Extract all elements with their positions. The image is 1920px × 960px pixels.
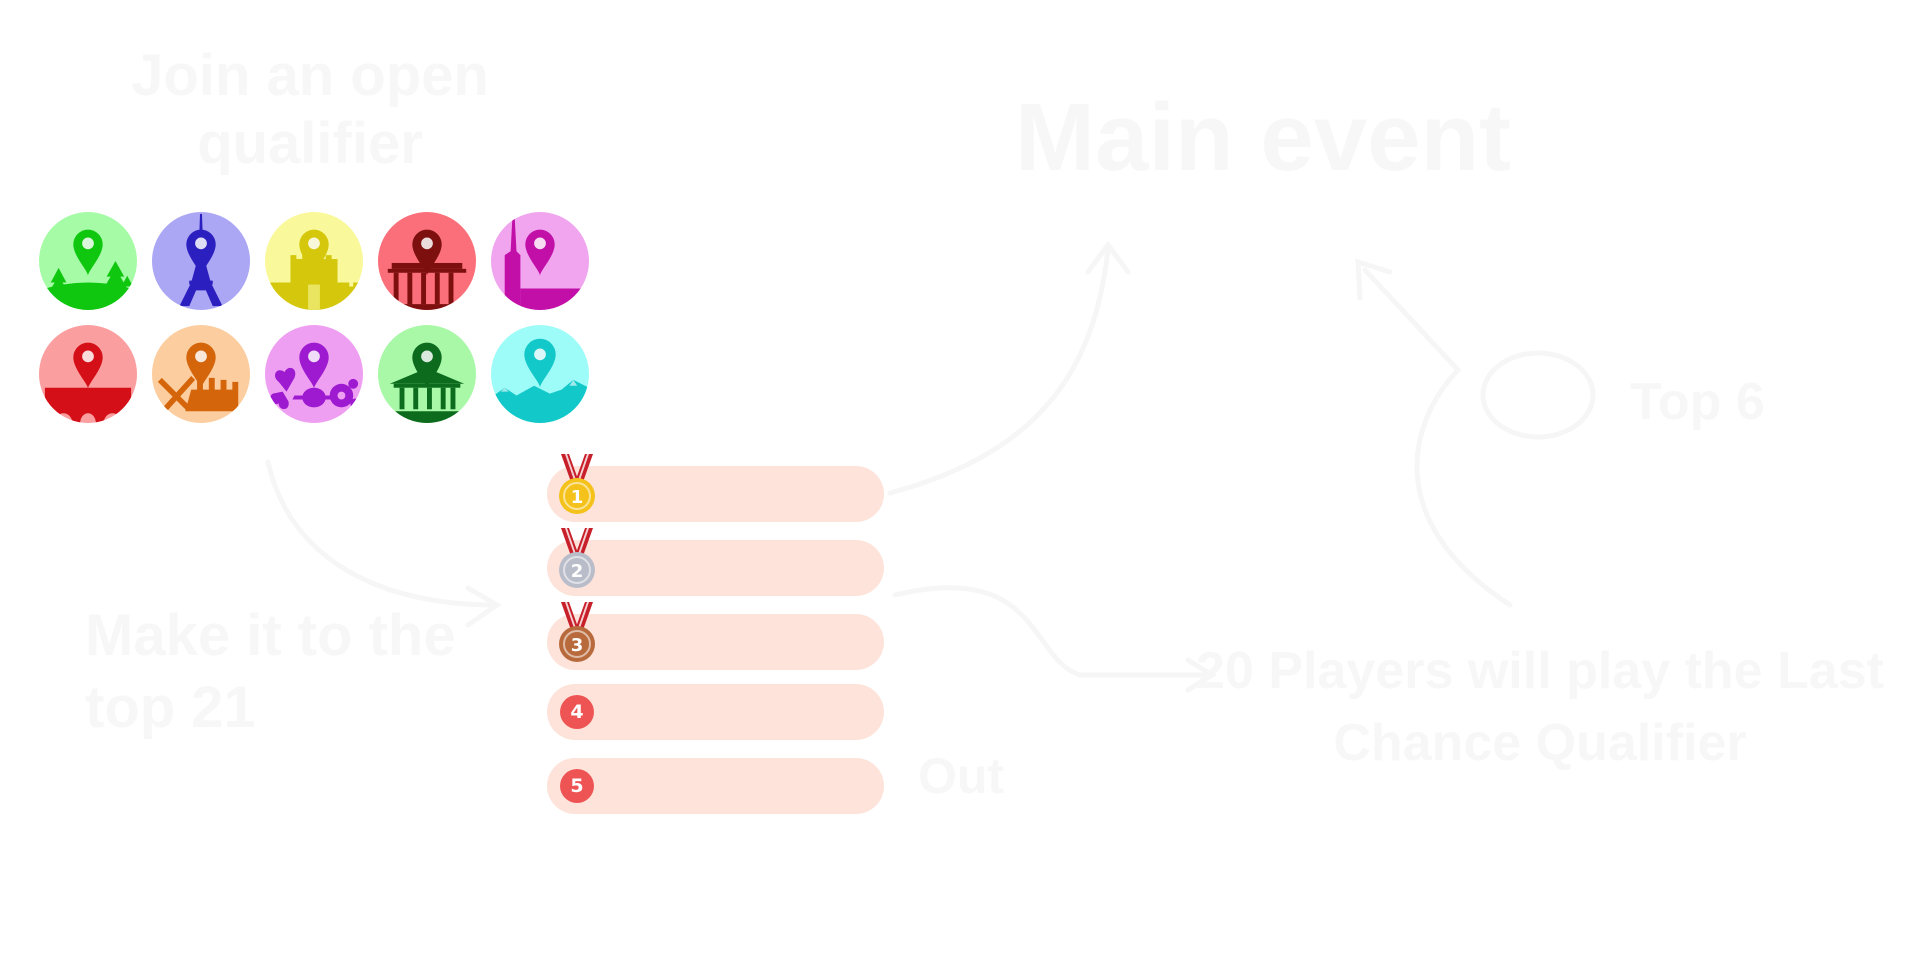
gold-medal-icon: 1 [555, 452, 599, 518]
out-label: Out [918, 748, 1005, 804]
rank-badge-4: 4 [560, 695, 594, 729]
rank-badge-5: 5 [560, 769, 594, 803]
rank-number: 2 [571, 561, 584, 582]
make-it-top21-label: Make it to the top 21 [85, 603, 456, 740]
qualifier-flowers-pin-icon [264, 324, 364, 424]
arrow-join-to-rank [265, 459, 498, 608]
qualifier-castle-pin-icon [264, 211, 364, 311]
arrow-rank-to-main-head [1085, 240, 1131, 275]
top6-label: Top 6 [1630, 373, 1765, 431]
main-event-label: Main event [1015, 84, 1512, 191]
rank-number: 3 [571, 635, 584, 656]
rank-row-5: 5 [547, 758, 884, 814]
silver-medal-icon: 2 [555, 526, 599, 592]
rank-number: 1 [571, 487, 584, 508]
arrow-join-to-rank-head [465, 585, 502, 628]
qualifier-mountain-pin-icon [490, 324, 590, 424]
rank-row-1: 1 [547, 454, 884, 522]
arrow-lcq-to-main [1362, 267, 1513, 608]
bronze-medal-icon: 3 [555, 600, 599, 666]
qualifier-bridge-pin-icon [38, 324, 138, 424]
qualifier-brandenburg-gate-icon [377, 211, 477, 311]
qualifier-eiffel-tower-icon [151, 211, 251, 311]
rank-row-3: 3 [547, 602, 884, 670]
arrow-lcq-to-main-head [1355, 258, 1393, 301]
qualifier-spire-pin-icon [490, 211, 590, 311]
top6-loop [1480, 350, 1596, 440]
qualifier-temple-pin-icon [377, 324, 477, 424]
qualifier-forest-pin-icon [38, 211, 138, 311]
qualifier-windmill-pin-icon [151, 324, 251, 424]
rank-row-2: 2 [547, 528, 884, 596]
join-open-qualifier-label: Join an open qualifier [131, 43, 489, 176]
last-chance-qualifier-label: 20 Players will play the Last Chance Qua… [1196, 642, 1884, 772]
rank-row-4: 4 [547, 684, 884, 740]
arrow-rank-to-main [887, 247, 1111, 496]
